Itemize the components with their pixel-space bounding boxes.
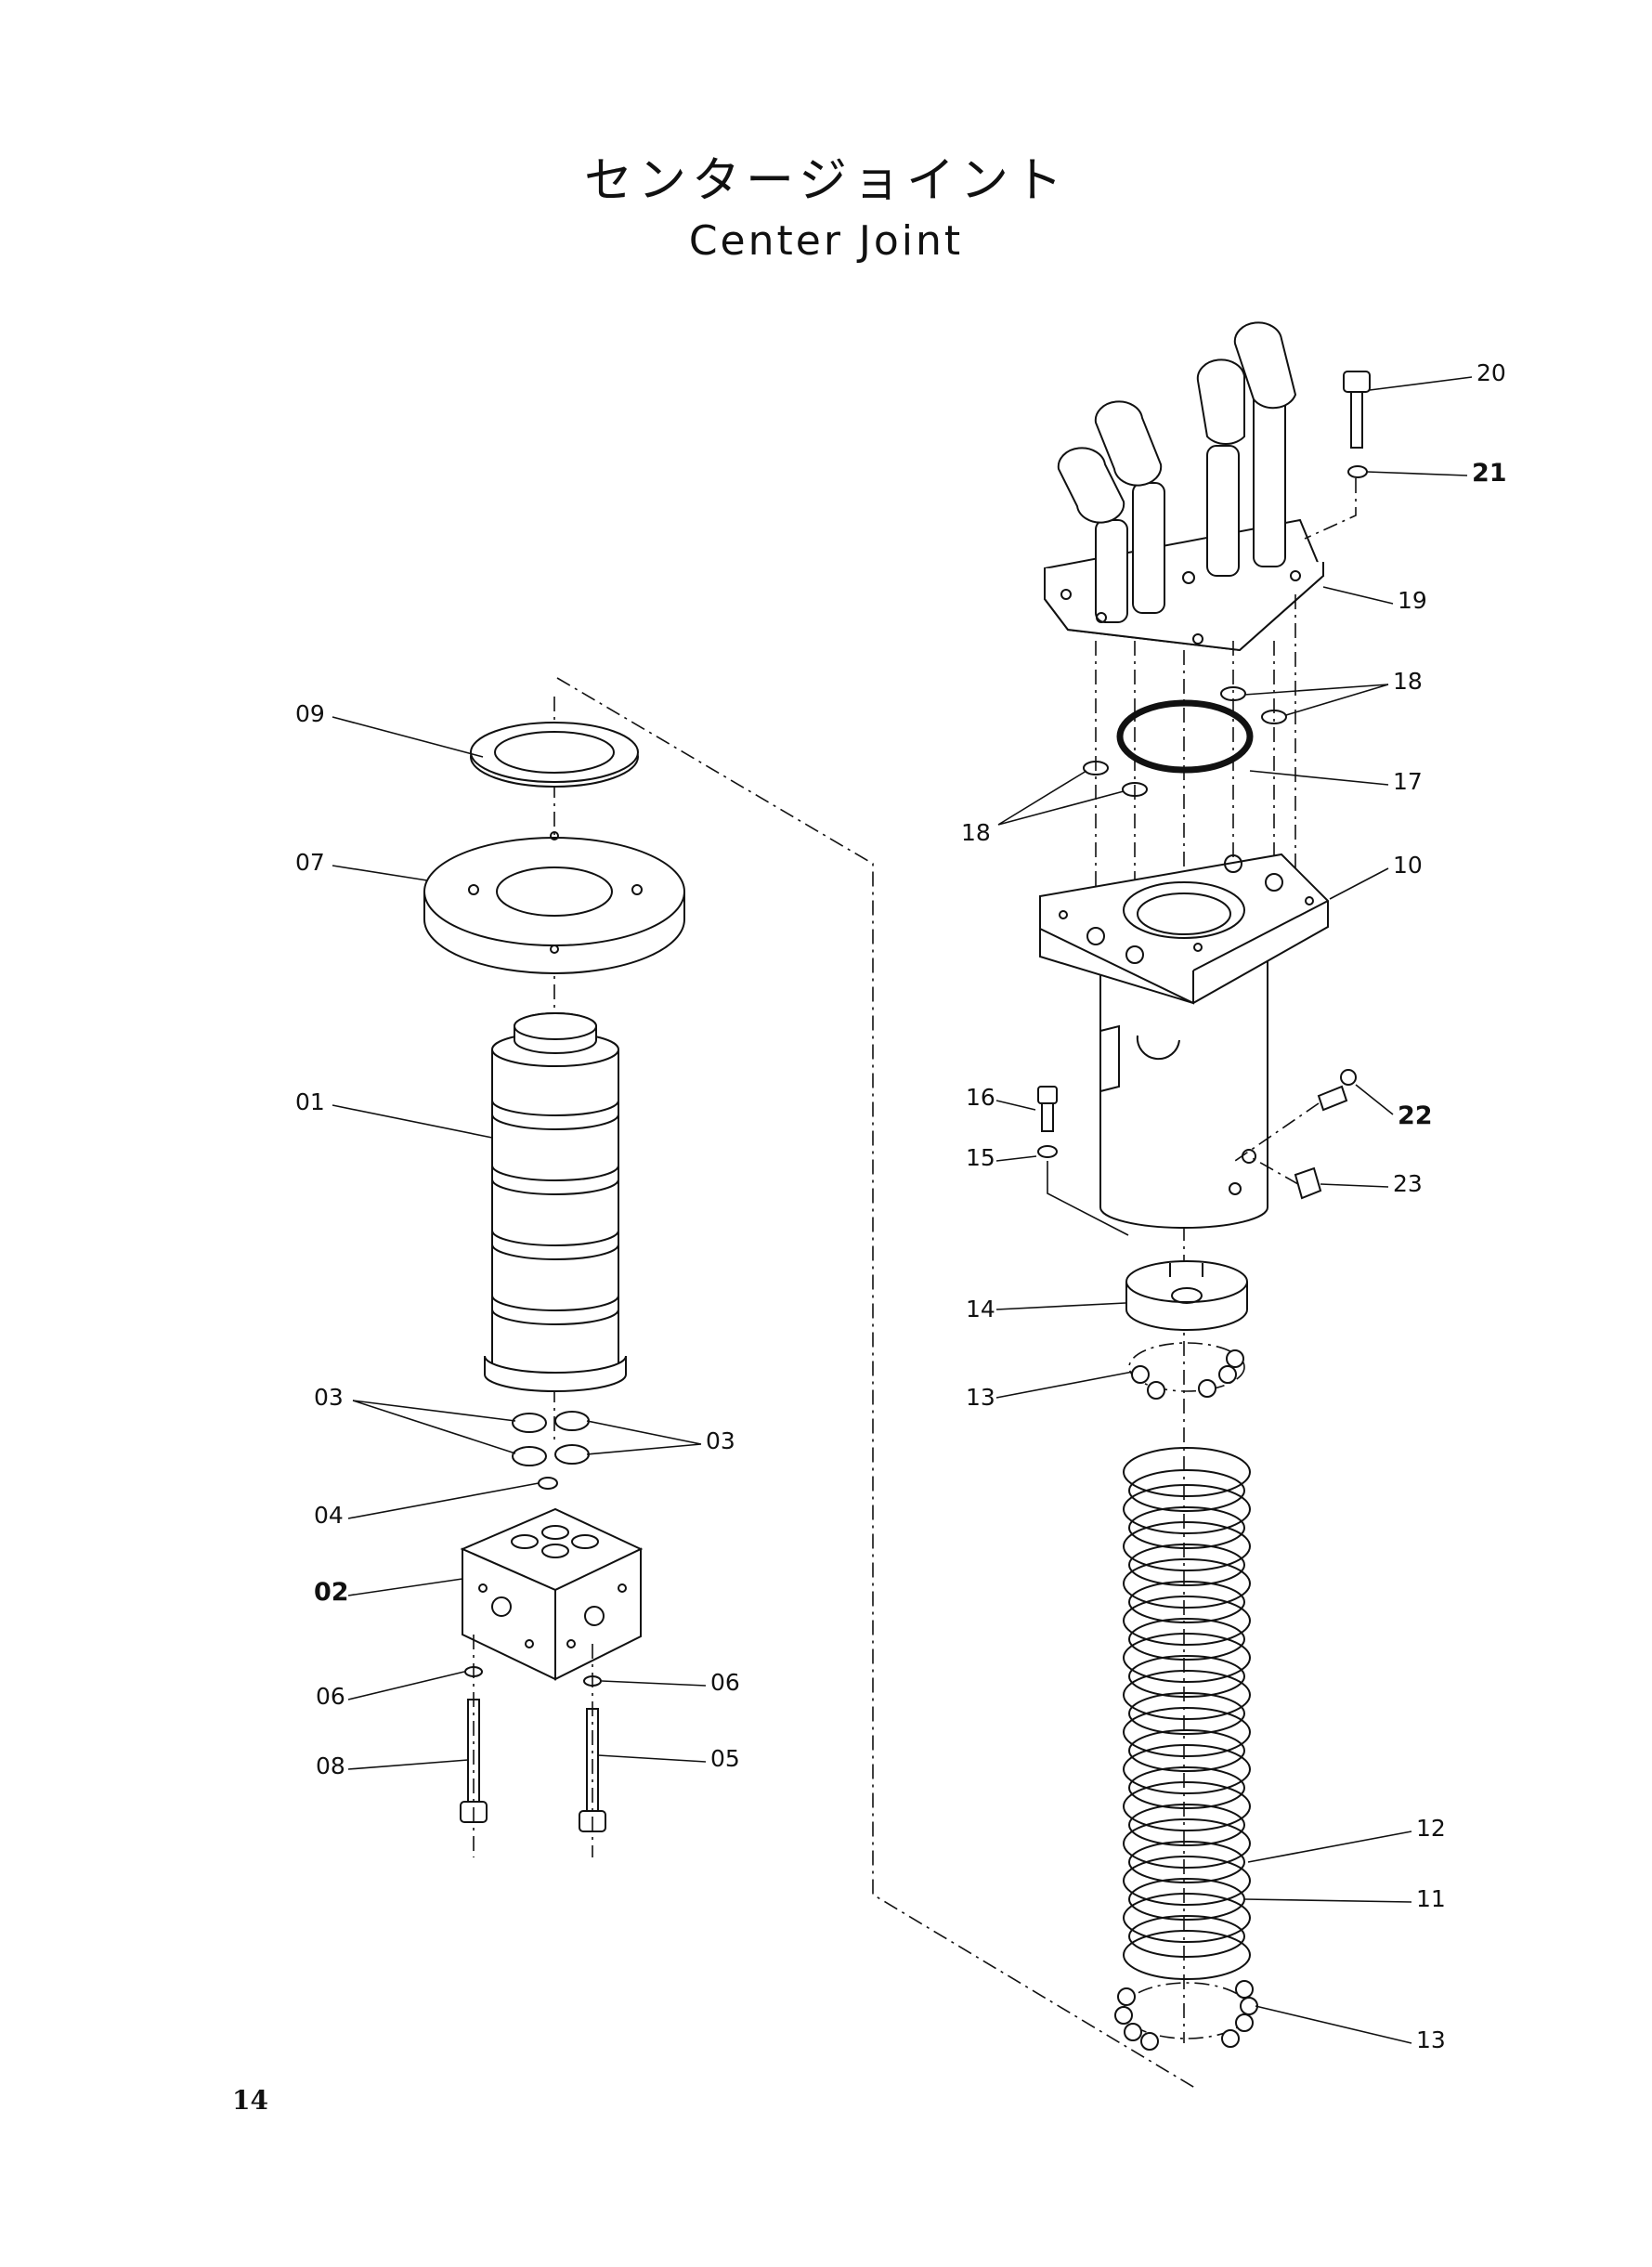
part-19-top-plate xyxy=(1044,321,1325,652)
title-english: Center Joint xyxy=(688,217,964,265)
part-21-washer xyxy=(1347,465,1368,478)
callout-10: 10 xyxy=(1393,852,1423,879)
callout-13-upper: 13 xyxy=(966,1384,995,1411)
part-04-o-ring xyxy=(538,1477,558,1490)
callout-07: 07 xyxy=(295,849,325,876)
callout-18-right: 18 xyxy=(1393,668,1423,695)
part-12-spring xyxy=(1123,1447,1251,1980)
part-11-spring xyxy=(1128,1469,1245,1958)
callout-23: 23 xyxy=(1393,1170,1423,1197)
part-15-washer xyxy=(1037,1145,1058,1158)
part-17-o-ring xyxy=(1116,699,1254,774)
page-number: 14 xyxy=(232,2085,268,2116)
callout-17: 17 xyxy=(1393,768,1423,795)
part-07-cover-plate xyxy=(423,831,685,974)
callout-03-right: 03 xyxy=(706,1427,735,1454)
callout-18-left: 18 xyxy=(961,819,991,846)
callout-11: 11 xyxy=(1416,1885,1446,1912)
callout-05: 05 xyxy=(710,1745,740,1772)
part-13-balls-upper xyxy=(1128,1342,1245,1400)
callout-22: 22 xyxy=(1398,1101,1433,1130)
callout-04: 04 xyxy=(314,1502,344,1529)
part-16-bolt xyxy=(1037,1086,1058,1132)
part-13-balls-lower xyxy=(1114,1980,1258,2051)
callout-13-lower: 13 xyxy=(1416,2026,1446,2053)
leader-lines xyxy=(332,376,1473,2044)
left-assembly xyxy=(423,677,1199,2091)
title-block: センタージョイント Center Joint xyxy=(0,149,1652,269)
callout-01: 01 xyxy=(295,1088,325,1115)
right-assembly xyxy=(1037,321,1371,2051)
callout-06-left: 06 xyxy=(316,1683,345,1710)
callout-21: 21 xyxy=(1472,459,1507,488)
part-23-plug xyxy=(1294,1166,1322,1200)
callout-15: 15 xyxy=(966,1144,995,1171)
callout-labels: 09 07 01 03 03 04 02 06 06 08 05 20 21 1… xyxy=(295,359,1507,2053)
part-22-grease-fitting xyxy=(1317,1069,1357,1112)
part-10-body xyxy=(1039,853,1329,1229)
callout-20: 20 xyxy=(1476,359,1506,386)
callout-03-left: 03 xyxy=(314,1384,344,1411)
callout-02: 02 xyxy=(314,1578,349,1607)
callout-19: 19 xyxy=(1398,587,1427,614)
part-09-washer xyxy=(470,722,639,788)
callout-12: 12 xyxy=(1416,1815,1446,1842)
title-japanese: センタージョイント xyxy=(584,153,1068,209)
callout-16: 16 xyxy=(966,1084,995,1111)
callout-14: 14 xyxy=(966,1296,995,1322)
part-03-o-rings xyxy=(512,1411,590,1466)
part-01-spindle xyxy=(484,1012,627,1392)
callout-06-right: 06 xyxy=(710,1669,740,1696)
callout-09: 09 xyxy=(295,700,325,727)
part-20-bolt xyxy=(1343,371,1371,449)
part-02-block xyxy=(460,1507,644,1681)
callout-08: 08 xyxy=(316,1752,345,1779)
part-14-spacer xyxy=(1125,1260,1248,1331)
